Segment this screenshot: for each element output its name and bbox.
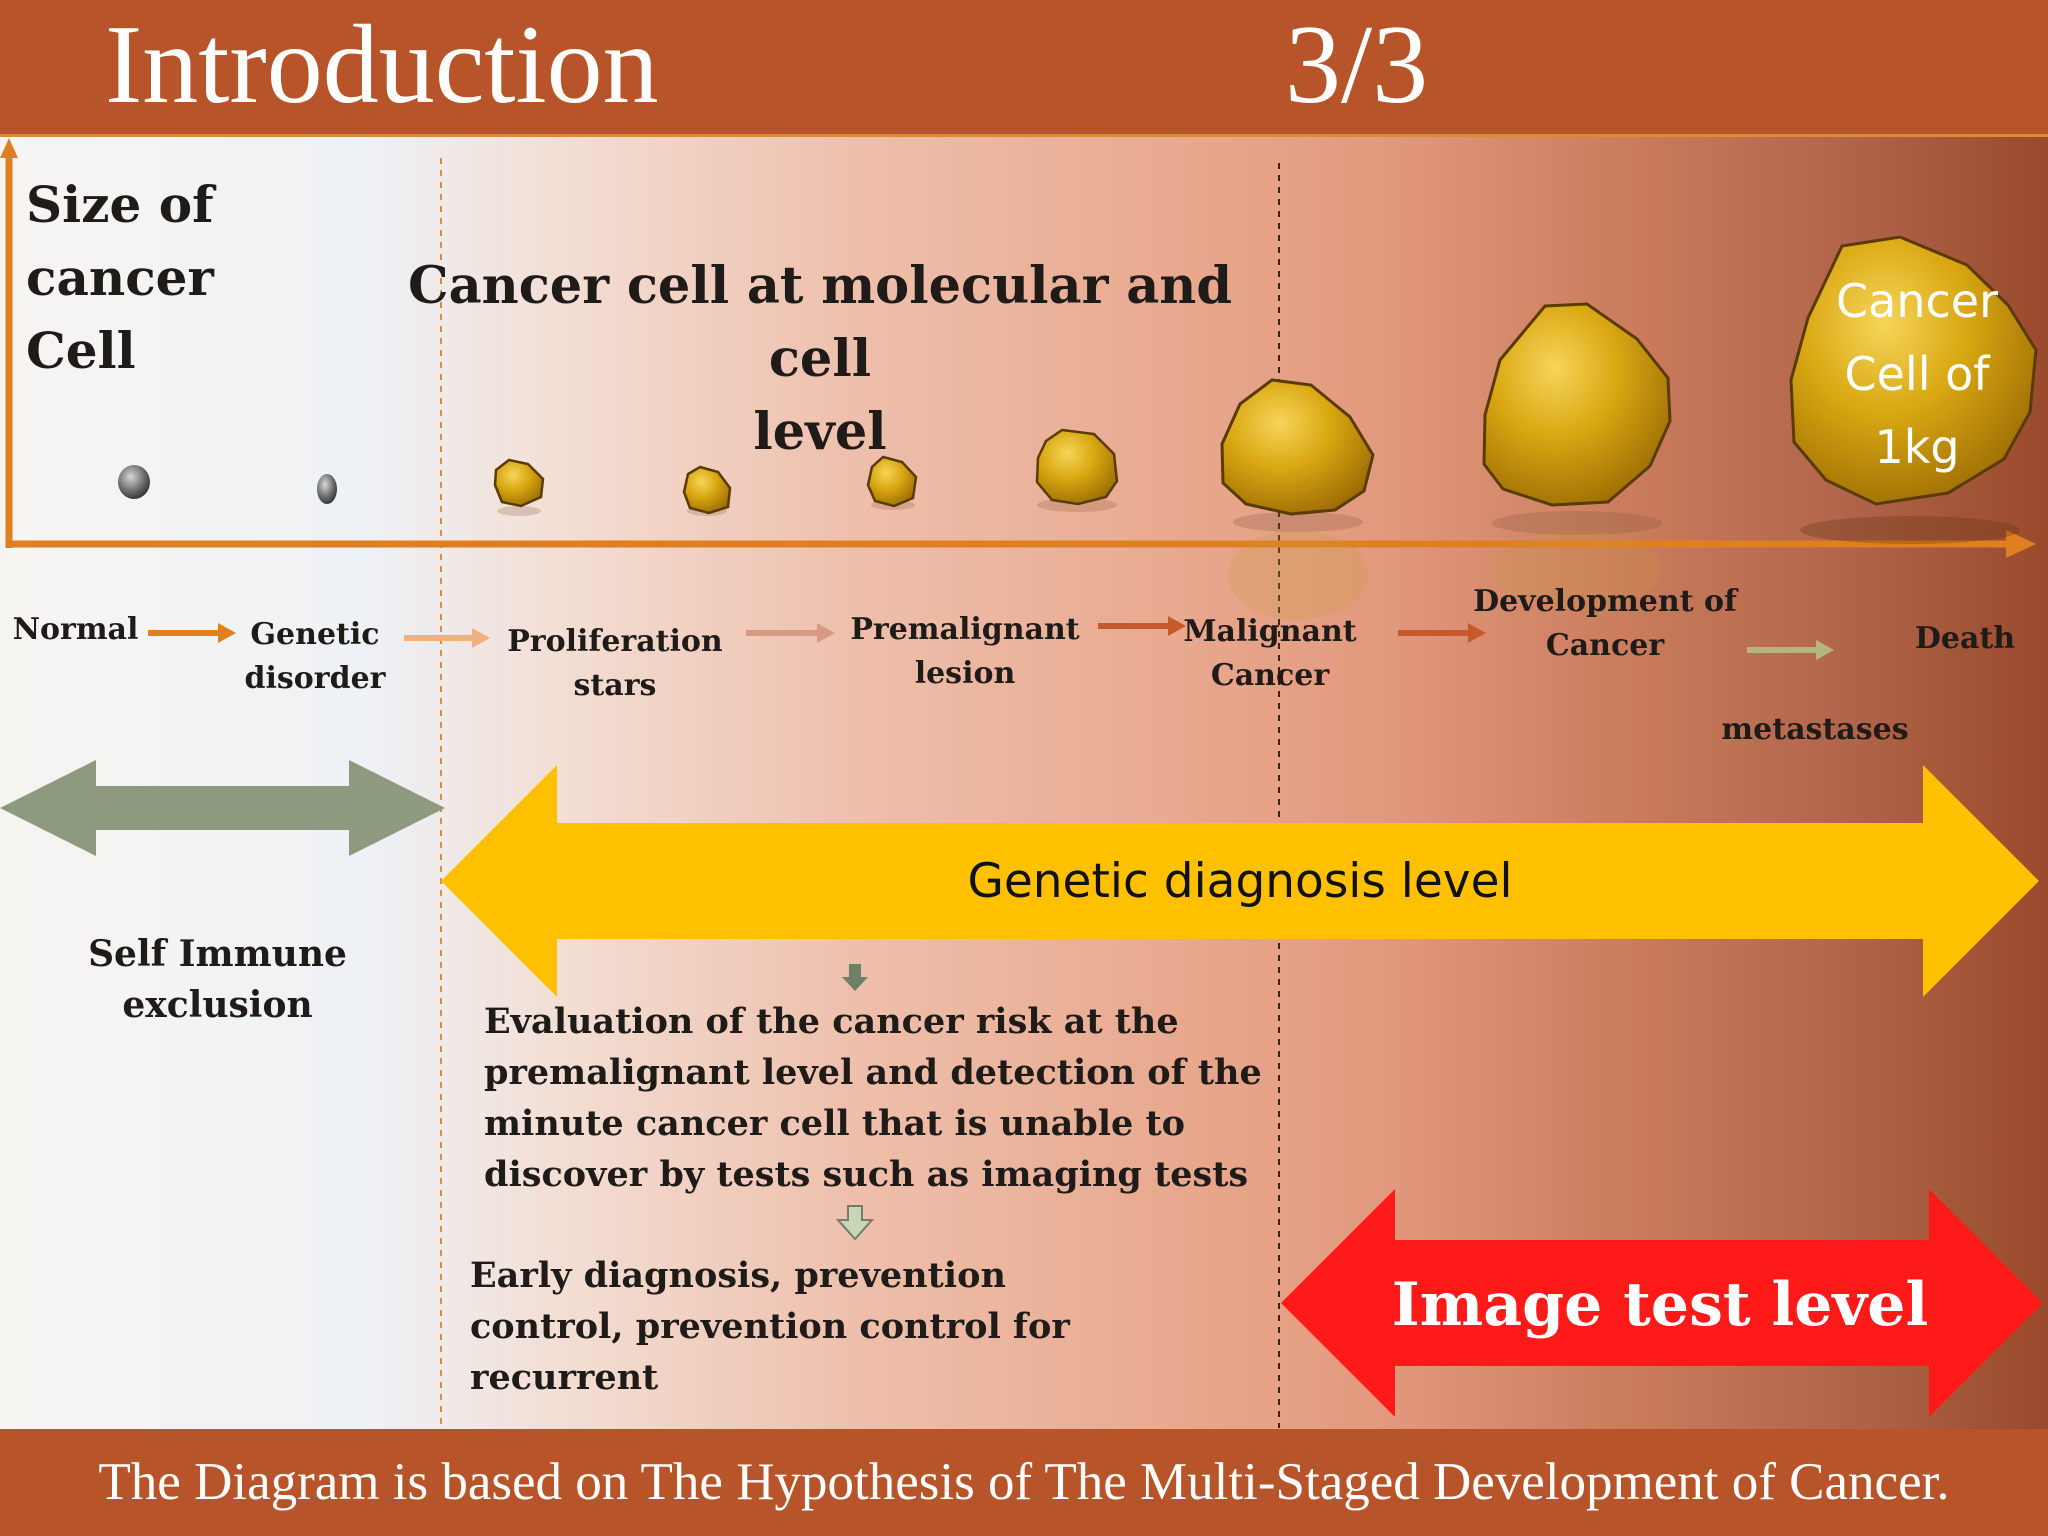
y-axis-label-line: Cell [26, 321, 136, 380]
stage-label-line: Premalignant [850, 612, 1080, 647]
evaluation-text-line: Evaluation of the cancer risk at the [484, 1001, 1179, 1042]
title-bar [0, 0, 2048, 137]
arrow-malignant-to-development [1398, 623, 1486, 643]
stage-label-line: Genetic [250, 617, 380, 652]
proliferation-cell-2-icon [682, 465, 732, 516]
slide-title: Introduction [105, 3, 659, 127]
proliferation-cell-icon [493, 458, 545, 516]
stage-label-premalignant-lesion: Premalignant lesion [845, 608, 1085, 696]
evaluation-text-line: discover by tests such as imaging tests [484, 1154, 1249, 1195]
arrow-premalignant-to-malignant [1098, 616, 1186, 636]
final-cell-label: Cancer Cell of 1kg [1822, 265, 2012, 484]
y-axis-label-line: cancer [26, 248, 214, 307]
image-test-level-label: Image test level [1391, 1270, 1929, 1340]
evaluation-text: Evaluation of the cancer risk at the pre… [484, 996, 1264, 1200]
genetic-diagnosis-double-arrow [441, 765, 2039, 997]
molecular-heading-line: level [753, 402, 887, 462]
final-cell-label-line: Cell of [1844, 347, 1990, 401]
stage-label-development-of-cancer: Development of Cancer [1470, 580, 1740, 668]
final-cell-label-line: Cancer [1836, 274, 1998, 328]
self-immune-label: Self Immune exclusion [80, 929, 355, 1031]
molecular-level-heading: Cancer cell at molecular and cell level [380, 250, 1260, 469]
footer-caption: The Diagram is based on The Hypothesis o… [98, 1453, 1950, 1511]
y-axis-arrow [0, 138, 18, 548]
premalignant-cell-icon [866, 455, 918, 510]
molecular-heading-line: Cancer cell at molecular and cell [408, 256, 1232, 389]
self-immune-double-arrow [0, 760, 445, 856]
early-diagnosis-text-line: recurrent [470, 1357, 659, 1398]
early-diagnosis-text-line: control, prevention control for [470, 1306, 1070, 1347]
stage-label-death: Death [1895, 617, 2035, 661]
stage-label-line: disorder [244, 661, 386, 696]
normal-cell-icon [118, 465, 150, 499]
evaluation-text-line: premalignant level and detection of the [484, 1052, 1262, 1093]
down-arrow-outline-icon [835, 1205, 875, 1241]
stage-label-proliferation-stars: Proliferation stars [500, 620, 730, 708]
page-indicator: 3/3 [1285, 3, 1429, 127]
early-diagnosis-text: Early diagnosis, prevention control, pre… [470, 1250, 1250, 1403]
image-test-double-arrow [1281, 1189, 2043, 1417]
evaluation-text-line: minute cancer cell that is unable to [484, 1103, 1185, 1144]
early-diagnosis-text-line: Early diagnosis, prevention [470, 1255, 1006, 1296]
final-cell-label-line: 1kg [1874, 420, 1960, 474]
y-axis-label: Size of cancer Cell [26, 168, 214, 387]
stage-label-line: Death [1914, 621, 2016, 656]
self-immune-label-line: exclusion [122, 984, 313, 1026]
arrow-proliferation-to-premalignant [746, 623, 835, 643]
stage-label-line: stars [573, 668, 657, 703]
arrow-genetic-to-proliferation [404, 628, 490, 648]
arrow-normal-to-genetic [148, 623, 236, 643]
stage-label-malignant-cancer: Malignant Cancer [1180, 610, 1360, 698]
stage-label-line: Malignant [1183, 614, 1357, 649]
genetic-disorder-cell-icon [317, 474, 337, 504]
malignant-cell-icon [1220, 378, 1375, 620]
diagram-background [0, 137, 2048, 1429]
metastases-label: metastases [1721, 712, 1909, 747]
stage-label-line: lesion [914, 656, 1016, 691]
development-cell-icon [1482, 302, 1672, 610]
stage-label-line: Cancer [1210, 658, 1330, 693]
stage-label-line: Development of [1473, 584, 1737, 619]
x-axis-arrow [6, 530, 2036, 558]
self-immune-label-line: Self Immune [88, 933, 347, 975]
down-arrow-icon [842, 964, 868, 991]
stage-label-line: Normal [12, 612, 139, 647]
stage-label-genetic-disorder: Genetic disorder [230, 613, 400, 701]
stage-label-line: Cancer [1545, 628, 1665, 663]
stage-label-line: Proliferation [507, 624, 723, 659]
premalignant-cell-2-icon [1035, 428, 1119, 512]
footer-bar [0, 1429, 2048, 1536]
final-cell-icon [1789, 235, 2038, 544]
y-axis-label-line: Size of [26, 175, 214, 234]
genetic-diagnosis-level-label: Genetic diagnosis level [967, 854, 1513, 909]
arrow-development-to-death [1747, 640, 1834, 660]
stage-label-normal: Normal [8, 608, 143, 652]
